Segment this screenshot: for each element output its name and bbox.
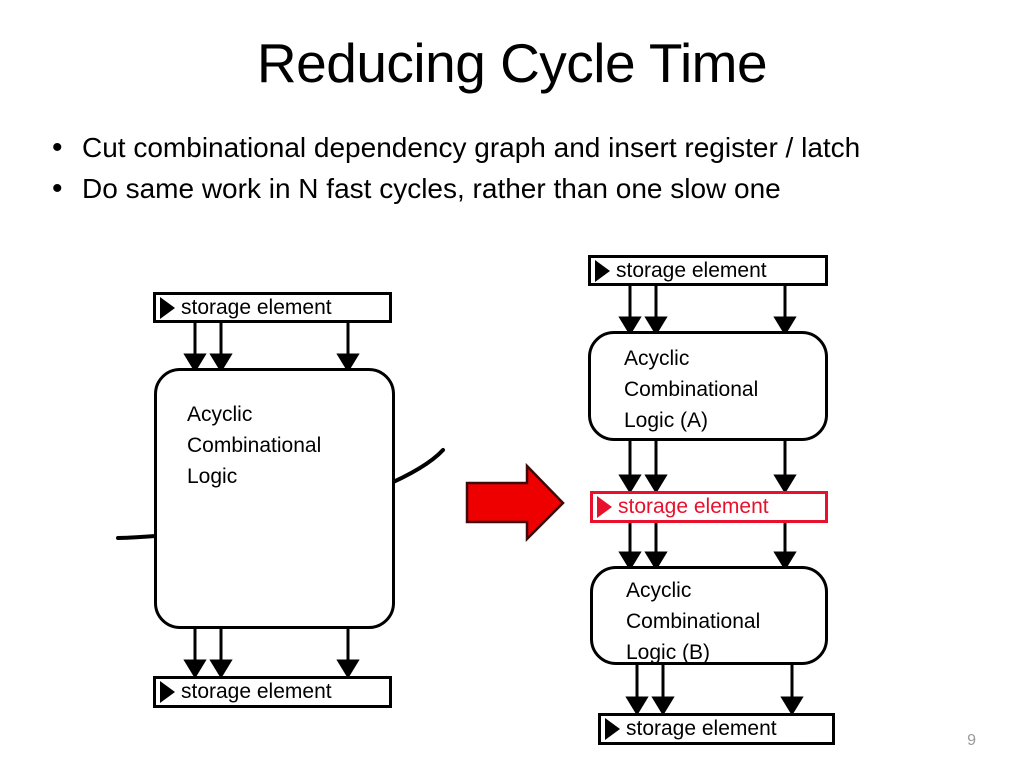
page-title: Reducing Cycle Time	[256, 32, 768, 94]
list-item: • Cut combinational dependency graph and…	[52, 128, 982, 167]
logic-block-a[interactable]: Acyclic Combinational Logic (A)	[588, 331, 828, 441]
clock-triangle-icon	[160, 681, 175, 703]
logic-block-line: Logic (A)	[624, 409, 709, 432]
storage-element-label: storage element	[616, 258, 767, 282]
logic-block-line: Combinational	[626, 610, 761, 633]
bullet-list: • Cut combinational dependency graph and…	[52, 128, 982, 210]
logic-block-left[interactable]: Acyclic Combinational Logic	[154, 368, 395, 629]
left-connectors-top	[183, 322, 360, 373]
storage-element-inserted[interactable]: storage element	[590, 491, 828, 523]
list-item: • Do same work in N fast cycles, rather …	[52, 169, 982, 208]
clock-triangle-icon	[160, 296, 175, 319]
right-connectors-3	[618, 523, 797, 571]
logic-block-line: Combinational	[624, 378, 759, 401]
storage-element-right-top[interactable]: storage element	[588, 255, 828, 286]
logic-block-line: Combinational	[187, 434, 322, 457]
bullet-marker-icon: •	[52, 172, 63, 205]
left-connectors-bottom	[183, 628, 360, 679]
right-connectors-1	[618, 285, 797, 336]
logic-block-line: Acyclic	[624, 347, 690, 370]
logic-block-line: Acyclic	[187, 403, 253, 426]
storage-element-label: storage element	[626, 717, 777, 740]
storage-element-label: storage element	[181, 295, 332, 319]
logic-block-line: Logic (B)	[626, 641, 711, 664]
storage-element-left-top[interactable]: storage element	[153, 292, 392, 323]
right-connectors-4	[625, 665, 804, 716]
bullet-marker-icon: •	[52, 131, 63, 164]
transform-arrow	[465, 462, 565, 543]
logic-block-line: Logic	[187, 465, 238, 488]
page-number: 9	[967, 732, 976, 749]
storage-element-label: storage element	[181, 680, 332, 703]
logic-block-line: Acyclic	[626, 579, 692, 602]
right-connectors-2	[618, 440, 797, 494]
storage-element-label: storage element	[618, 495, 769, 518]
storage-element-left-bottom[interactable]: storage element	[153, 676, 392, 708]
storage-element-right-bottom[interactable]: storage element	[598, 713, 835, 745]
bullet-text: Cut combinational dependency graph and i…	[82, 132, 861, 163]
clock-triangle-icon	[605, 718, 620, 740]
logic-block-b[interactable]: Acyclic Combinational Logic (B)	[590, 566, 828, 665]
clock-triangle-icon	[595, 259, 610, 282]
bullet-text: Do same work in N fast cycles, rather th…	[82, 173, 781, 204]
clock-triangle-icon	[597, 496, 612, 518]
